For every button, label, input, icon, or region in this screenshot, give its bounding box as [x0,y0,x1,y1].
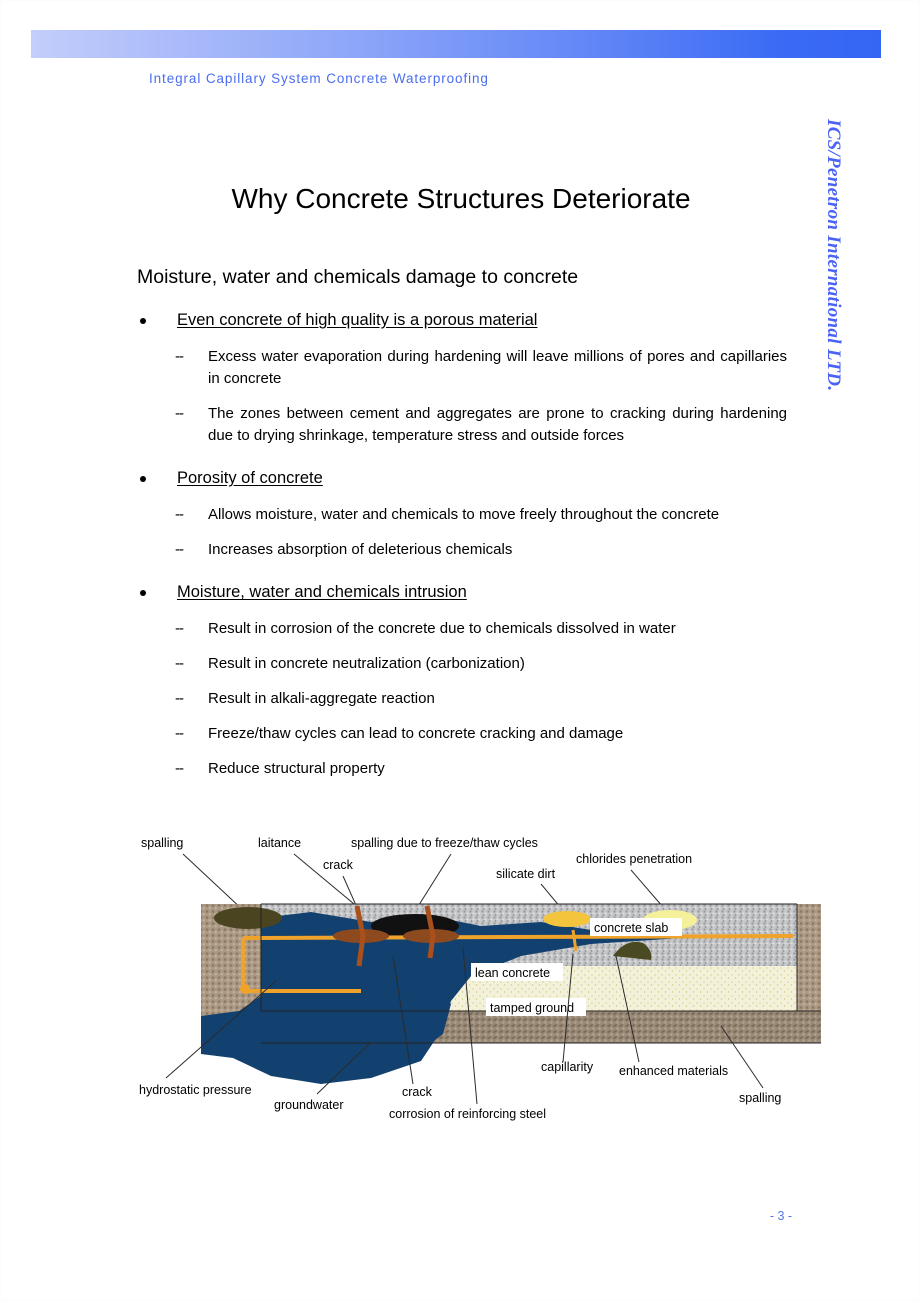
dash-marker-icon: -- [175,348,184,365]
dash-marker-icon: -- [175,620,184,637]
diagram-layer-borders [260,903,821,1044]
sub-bullet-text: The zones between cement and aggregates … [208,405,787,444]
diagram-label-concrete-slab: concrete slab [594,921,668,935]
dash-marker-icon: -- [175,541,184,558]
header-brand-line: Integral Capillary System Concrete Water… [149,71,489,86]
dash-marker-icon: -- [175,690,184,707]
sub-bullet-text: Result in corrosion of the concrete due … [208,620,676,637]
section-heading-row: Even concrete of high quality is a porou… [137,311,787,330]
diagram-label-spalling-bottom: spalling [739,1091,781,1105]
diagram-inner-label-bg [486,998,586,1016]
diagram-leader-lines-bottom [165,947,764,1105]
diagram-label-tamped-ground: tamped ground [490,1001,574,1015]
bullet-dot-icon [140,318,146,324]
footer: - 3 - [1,1209,919,1223]
section-sub-list: -- Result in corrosion of the concrete d… [137,618,787,780]
bullet-dot-icon [140,476,146,482]
page-number: - 3 - [769,1209,793,1223]
bullet-dot-icon [140,590,146,596]
dash-marker-icon: -- [175,725,184,742]
diagram-inner-label-bg [471,963,563,981]
concrete-cross-section-diagram: spalling laitance spalling due to freeze… [121,826,841,1131]
header-gradient-bar [31,30,881,58]
diagram-soil-right [797,904,821,1011]
diagram-enhanced-materials-blob [613,941,652,960]
section-heading-row: Porosity of concrete [137,469,787,488]
dash-marker-icon: -- [175,405,184,422]
bullet-content: Even concrete of high quality is a porou… [137,311,787,802]
diagram-inner-label-bg [590,918,682,936]
diagram-label-capillarity: capillarity [541,1060,594,1074]
side-brand-vertical-text: ICS/Penetron International LTD. [823,119,844,392]
diagram-label-hydrostatic-pressure: hydrostatic pressure [139,1083,252,1097]
section-sub-list: -- Allows moisture, water and chemicals … [137,504,787,561]
sub-bullet-text: Increases absorption of deleterious chem… [208,541,513,558]
diagram-label-lean-concrete: lean concrete [475,966,550,980]
diagram-corrosion-nodes [333,905,578,967]
diagram-label-enhanced-materials: enhanced materials [619,1064,728,1078]
sub-bullet-item: -- Increases absorption of deleterious c… [137,539,787,561]
diagram-inner-labels: concrete slab lean concrete tamped groun… [471,918,682,1016]
sub-bullet-text: Result in concrete neutralization (carbo… [208,655,525,672]
diagram-label-corrosion-rebar: corrosion of reinforcing steel [389,1107,546,1121]
sub-bullet-text: Result in alkali-aggregate reaction [208,690,435,707]
diagram-label-laitance: laitance [258,836,301,850]
dash-marker-icon: -- [175,760,184,777]
sub-bullet-item: -- Result in corrosion of the concrete d… [137,618,787,640]
section-heading: Porosity of concrete [177,469,323,487]
dash-marker-icon: -- [175,506,184,523]
diagram-label-crack-top: crack [323,858,354,872]
diagram-label-crack-bottom: crack [402,1085,433,1099]
diagram-label-freeze-thaw: spalling due to freeze/thaw cycles [351,836,538,850]
diagram-laitance-blob [214,907,282,929]
section-group: Even concrete of high quality is a porou… [137,311,787,447]
sub-bullet-item: -- The zones between cement and aggregat… [137,403,787,447]
section-sub-list: -- Excess water evaporation during harde… [137,346,787,447]
diagram-label-silicate-dirt: silicate dirt [496,867,556,881]
section-group: Moisture, water and chemicals intrusion … [137,583,787,780]
sub-bullet-item: -- Reduce structural property [137,758,787,780]
sub-bullet-item: -- Allows moisture, water and chemicals … [137,504,787,526]
sub-bullet-text: Excess water evaporation during hardenin… [208,348,787,387]
sub-bullet-item: -- Excess water evaporation during harde… [137,346,787,390]
section-group: Porosity of concrete -- Allows moisture,… [137,469,787,561]
dash-marker-icon: -- [175,655,184,672]
page-title: Why Concrete Structures Deteriorate [231,183,691,214]
sub-bullet-text: Freeze/thaw cycles can lead to concrete … [208,725,624,742]
diagram-label-spalling-top: spalling [141,836,183,850]
sub-bullet-text: Allows moisture, water and chemicals to … [208,506,720,523]
diagram-silicate-dirt-blob [543,911,591,927]
page-subtitle: Moisture, water and chemicals damage to … [137,266,579,288]
diagram-label-chlorides: chlorides penetration [576,852,692,866]
sub-bullet-text: Reduce structural property [208,760,385,777]
sub-bullet-item: -- Result in concrete neutralization (ca… [137,653,787,675]
section-heading: Moisture, water and chemicals intrusion [177,583,467,601]
section-heading: Even concrete of high quality is a porou… [177,311,538,329]
section-heading-row: Moisture, water and chemicals intrusion [137,583,787,602]
diagram-label-groundwater: groundwater [274,1098,344,1112]
sub-bullet-item: -- Result in alkali-aggregate reaction [137,688,787,710]
sub-bullet-item: -- Freeze/thaw cycles can lead to concre… [137,723,787,745]
